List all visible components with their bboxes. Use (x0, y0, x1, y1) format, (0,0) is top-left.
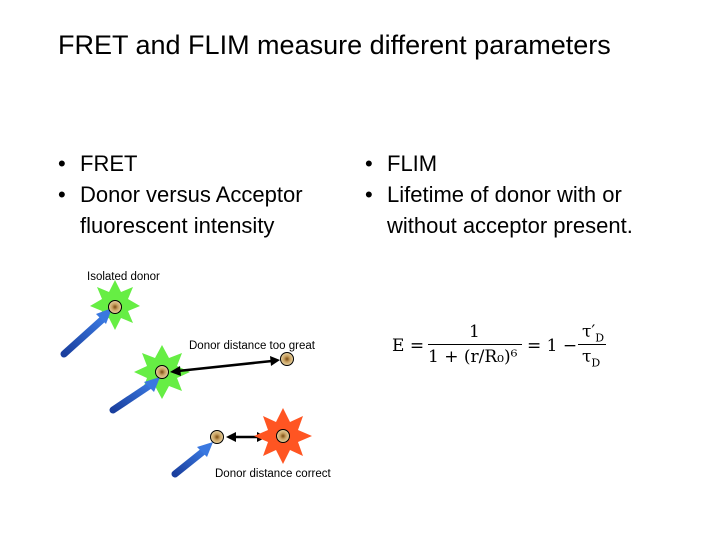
arrowhead-icon (226, 432, 236, 442)
arrowhead-icon (96, 308, 112, 324)
fluorophore-dot-icon (280, 352, 294, 366)
arrowhead-icon (270, 356, 280, 366)
excitation-arrow-icon (109, 380, 156, 414)
arrowhead-icon (170, 366, 181, 376)
flim-column: • FLIM • Lifetime of donor with or witho… (365, 148, 665, 241)
tau-subscript: D (595, 331, 605, 345)
bullet-flim-detail: • Lifetime of donor with or without acce… (365, 179, 665, 241)
fraction-bar (428, 344, 522, 345)
bullet-dot: • (58, 182, 66, 207)
tau-prime: τ′ (582, 322, 596, 342)
tau: τ (582, 347, 592, 367)
caption-distance-correct: Donor distance correct (215, 468, 331, 480)
fret-column: • FRET • Donor versus Acceptor fluoresce… (58, 148, 358, 241)
excitation-arrow-icon (171, 446, 209, 478)
caption-isolated-donor: Isolated donor (87, 271, 160, 283)
arrowhead-icon (144, 377, 160, 392)
bullet-dot: • (365, 182, 373, 207)
fluorophore-dot-icon (210, 430, 224, 444)
bullet-fret: • FRET (58, 148, 358, 179)
excitation-arrow-icon (60, 314, 108, 358)
equation-tau-numerator: τ′D (582, 322, 604, 344)
fret-efficiency-equation: E = 1 1 + (r/R₀)⁶ = 1 − τ′D τD (392, 322, 622, 372)
equation-tau-denominator: τD (582, 347, 600, 369)
equation-numerator: 1 (469, 322, 480, 342)
equation-equals-one-minus: = 1 − (527, 336, 578, 356)
distance-arrow-icon (177, 359, 273, 373)
bullet-fret-text: FRET (80, 151, 138, 176)
bullet-flim-detail-text: Lifetime of donor with or without accept… (387, 182, 633, 238)
bullet-fret-detail-text: Donor versus Acceptor fluorescent intens… (80, 182, 303, 238)
fluorophore-dot-icon (108, 300, 122, 314)
bullet-dot: • (58, 151, 66, 176)
bullet-flim-text: FLIM (387, 151, 438, 176)
caption-distance-too-great: Donor distance too great (189, 340, 315, 352)
equation-lhs: E = (392, 336, 425, 356)
slide-title: FRET and FLIM measure different paramete… (58, 30, 611, 60)
bullet-flim: • FLIM (365, 148, 665, 179)
arrowhead-icon (197, 442, 213, 457)
fluorophore-dot-icon (155, 365, 169, 379)
fluorophore-dot-icon (276, 429, 290, 443)
fraction-bar (578, 344, 606, 345)
equation-denominator: 1 + (r/R₀)⁶ (428, 347, 518, 367)
bullet-dot: • (365, 151, 373, 176)
bullet-fret-detail: • Donor versus Acceptor fluorescent inte… (58, 179, 358, 241)
tau-subscript: D (591, 356, 601, 370)
